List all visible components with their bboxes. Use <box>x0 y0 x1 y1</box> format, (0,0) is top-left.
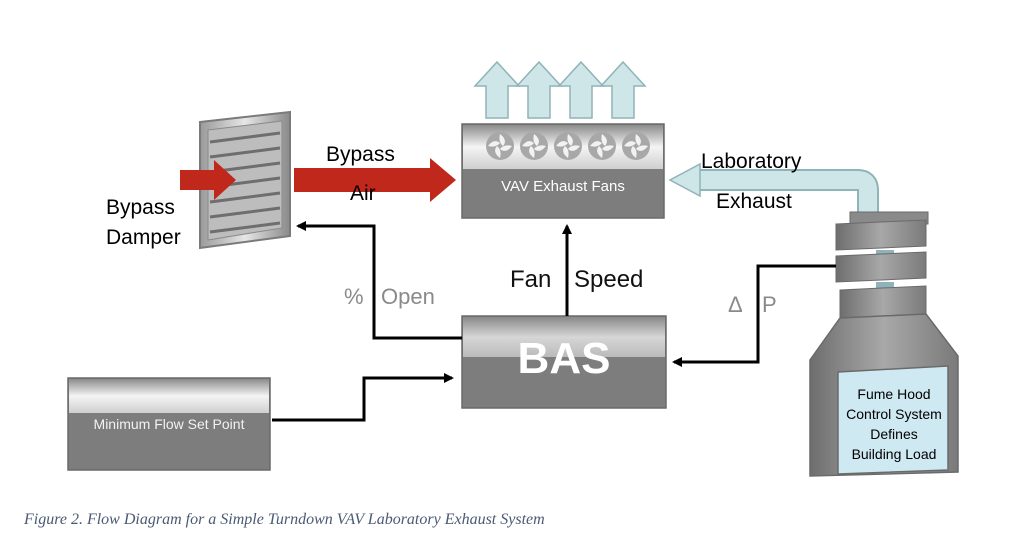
bas-box <box>461 315 667 409</box>
fan-speed-label: Speed <box>574 266 644 293</box>
fume-hood-line: Building Load <box>851 446 937 462</box>
fume-hood <box>809 211 959 477</box>
fan-icons <box>486 132 650 160</box>
bypass-damper-label: Bypass <box>106 196 175 219</box>
fume-hood-line: Control System <box>846 406 942 422</box>
bypass-air-arrow-in <box>180 160 236 200</box>
percent-open-label: % <box>344 284 364 309</box>
control-lines <box>272 221 836 422</box>
delta-p-label: Δ <box>728 292 743 317</box>
bypass-air-arrow-out <box>294 158 456 202</box>
figure-caption: Figure 2. Flow Diagram for a Simple Turn… <box>24 511 545 528</box>
bypass-damper-label: Damper <box>106 226 181 249</box>
percent-open-label: Open <box>381 284 435 309</box>
bypass-damper <box>199 110 291 250</box>
vav-exhaust-fans-box <box>461 123 665 219</box>
bas-title: BAS <box>517 334 611 383</box>
minimum-flow-set-point-box <box>67 377 271 471</box>
laboratory-exhaust-label: Laboratory <box>701 150 802 173</box>
vav-exhaust-fans-title: VAV Exhaust Fans <box>501 178 625 195</box>
laboratory-exhaust-arrow <box>668 162 879 214</box>
delta-p-label: P <box>762 292 777 317</box>
exhaust-up-arrows <box>473 60 647 119</box>
fume-hood-line: Fume Hood <box>857 386 931 402</box>
laboratory-exhaust-label: Exhaust <box>716 190 792 213</box>
fume-hood-text: Fume Hood Control System Defines Buildin… <box>840 384 948 464</box>
bypass-air-label: Bypass <box>326 143 395 166</box>
fan-speed-label: Fan <box>510 266 552 293</box>
minimum-flow-set-point-title: Minimum Flow Set Point <box>93 416 245 432</box>
bypass-air-label: Air <box>350 182 376 205</box>
fume-hood-line: Defines <box>870 426 918 442</box>
